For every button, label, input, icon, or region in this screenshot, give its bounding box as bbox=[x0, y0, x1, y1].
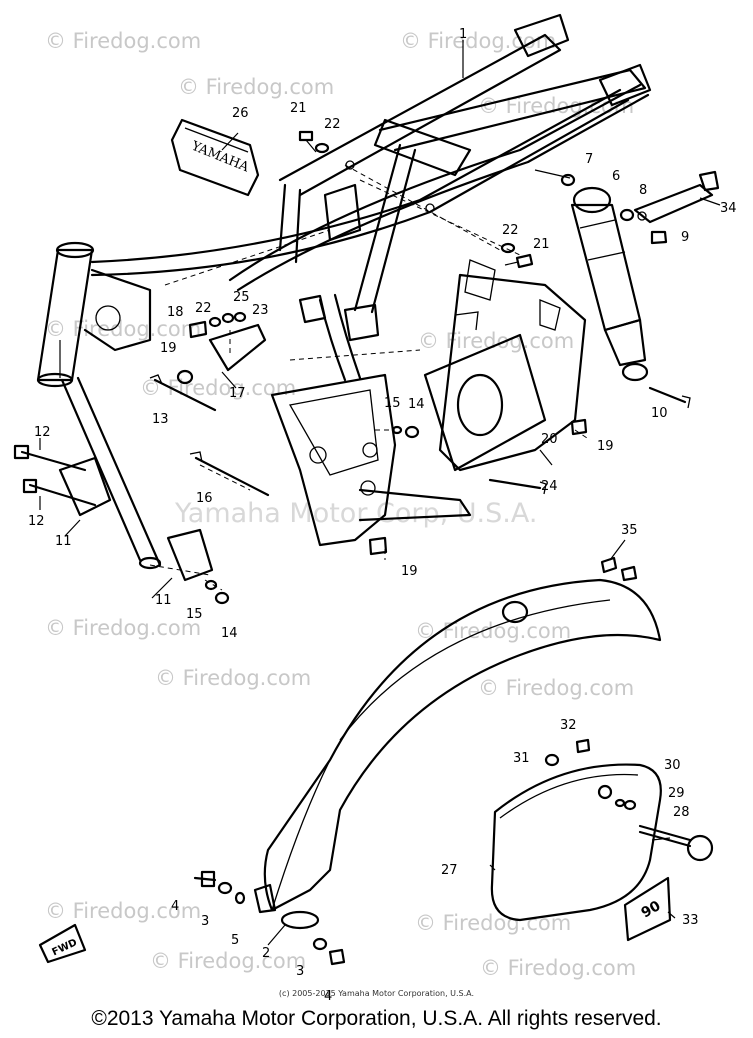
fwd-arrow: FWD bbox=[38, 923, 87, 964]
part-label: 21 bbox=[533, 237, 550, 252]
part-label: 16 bbox=[196, 491, 213, 506]
part-label: 30 bbox=[664, 758, 681, 773]
part-label: 19 bbox=[597, 439, 614, 454]
part-label: 20 bbox=[541, 432, 558, 447]
part-label: 14 bbox=[221, 626, 238, 641]
watermark: © Firedog.com bbox=[178, 75, 334, 99]
rear-shock bbox=[570, 186, 649, 382]
part-label: 22 bbox=[324, 117, 341, 132]
part-label: 1 bbox=[459, 27, 467, 42]
watermark: © Firedog.com bbox=[150, 949, 306, 973]
seat-decal: YAMAHA bbox=[170, 118, 260, 197]
watermark: © Firedog.com bbox=[155, 666, 311, 690]
part-label: 23 bbox=[252, 303, 269, 318]
watermark: © Firedog.com bbox=[140, 376, 296, 400]
part-label: 26 bbox=[232, 106, 249, 121]
bracket-33 bbox=[633, 170, 720, 224]
side-cover bbox=[490, 763, 662, 922]
rear-fender bbox=[253, 578, 662, 930]
part-label: 15 bbox=[384, 396, 401, 411]
part-label: 5 bbox=[231, 933, 239, 948]
part-labels: 1 2 3 3 4 4 5 6 7 8 9 10 11 11 12 12 13 … bbox=[28, 27, 737, 1004]
part-label: 22 bbox=[195, 301, 212, 316]
part-label: 22 bbox=[502, 223, 519, 238]
copyright-footer: ©2013 Yamaha Motor Corporation, U.S.A. A… bbox=[91, 1007, 662, 1030]
part-label: 8 bbox=[639, 183, 647, 198]
watermark: © Firedog.com bbox=[480, 956, 636, 980]
part-label: 15 bbox=[186, 607, 203, 622]
watermark: © Firedog.com bbox=[45, 899, 201, 923]
part-label: 33 bbox=[682, 913, 699, 928]
leader-lines bbox=[39, 40, 721, 946]
part-label: 29 bbox=[668, 786, 685, 801]
footer-fineprint: (c) 2005-2015 Yamaha Motor Corporation, … bbox=[278, 989, 475, 998]
part-label: 3 bbox=[296, 964, 304, 979]
bracket-17 bbox=[208, 323, 267, 372]
part-label: 4 bbox=[171, 899, 179, 914]
part-label: 12 bbox=[34, 425, 51, 440]
decal-plate-32: 90 bbox=[623, 876, 672, 942]
bracket-11 bbox=[58, 456, 214, 582]
part-label: 35 bbox=[621, 523, 638, 538]
watermark: © Firedog.com bbox=[400, 29, 556, 53]
watermark: © Firedog.com bbox=[418, 329, 574, 353]
part-label: 11 bbox=[55, 534, 72, 549]
part-label: 25 bbox=[233, 290, 250, 305]
part-label: 7 bbox=[585, 152, 593, 167]
part-label: 12 bbox=[28, 514, 45, 529]
hardware bbox=[13, 130, 691, 966]
part-label: 18 bbox=[167, 305, 184, 320]
part-label: 27 bbox=[441, 863, 458, 878]
part-label: 4 bbox=[324, 989, 332, 1004]
part-label: 34 bbox=[720, 201, 737, 216]
part-label: 13 bbox=[152, 412, 169, 427]
part-label: 9 bbox=[681, 230, 689, 245]
part-label: 24 bbox=[541, 479, 558, 494]
fwd-text: FWD bbox=[51, 937, 79, 958]
watermark: © Firedog.com bbox=[45, 616, 201, 640]
watermark: © Firedog.com bbox=[415, 619, 571, 643]
part-label: 31 bbox=[513, 751, 530, 766]
watermark: © Firedog.com bbox=[478, 676, 634, 700]
part-label: 19 bbox=[160, 341, 177, 356]
part-label: 10 bbox=[651, 406, 668, 421]
part-label: 14 bbox=[408, 397, 425, 412]
part-label: 28 bbox=[673, 805, 690, 820]
battery-box bbox=[423, 259, 587, 472]
frame bbox=[36, 13, 652, 570]
watermark: © Firedog.com bbox=[415, 911, 571, 935]
guide-lines bbox=[149, 164, 591, 591]
part-label: 32 bbox=[560, 718, 577, 733]
part-label: 2 bbox=[262, 946, 270, 961]
part-label: 21 bbox=[290, 101, 307, 116]
part-label: 11 bbox=[155, 593, 172, 608]
watermark: © Firedog.com bbox=[45, 317, 201, 341]
part-label: 6 bbox=[612, 169, 620, 184]
seat-text: YAMAHA bbox=[188, 138, 251, 175]
part-label: 17 bbox=[229, 386, 246, 401]
part-label: 19 bbox=[401, 564, 418, 579]
part-label: 3 bbox=[201, 914, 209, 929]
plate-text: 90 bbox=[639, 898, 664, 922]
watermark-center: Yamaha Motor Corp, U.S.A. bbox=[174, 498, 537, 529]
watermark: © Firedog.com bbox=[45, 29, 201, 53]
